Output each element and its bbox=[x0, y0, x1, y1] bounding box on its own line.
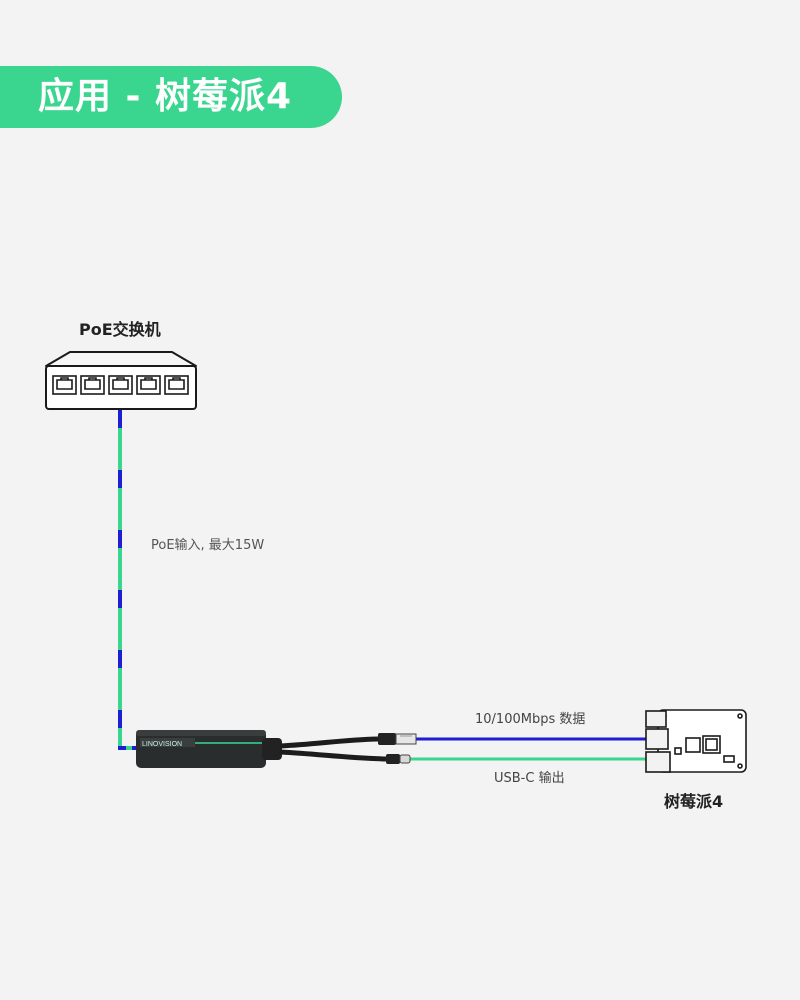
page-title: 应用 - 树莓派4 bbox=[38, 76, 293, 117]
poe-splitter: LINOVISION bbox=[136, 730, 417, 768]
raspberry-pi-label: 树莓派4 bbox=[664, 792, 724, 811]
splitter-brand: LINOVISION bbox=[142, 741, 182, 748]
switch-label: PoE交换机 bbox=[79, 320, 161, 339]
poe-input-label: PoE输入, 最大15W bbox=[151, 538, 265, 553]
data-cable-label: 10/100Mbps 数据 bbox=[475, 712, 586, 727]
poe-cable bbox=[118, 410, 140, 750]
raspberry-pi-board bbox=[645, 709, 747, 773]
usb-cable-label: USB-C 输出 bbox=[494, 771, 565, 786]
poe-switch bbox=[45, 351, 197, 410]
ethernet-ports bbox=[52, 375, 189, 395]
title-banner: 应用 - 树莓派4 bbox=[0, 66, 342, 128]
